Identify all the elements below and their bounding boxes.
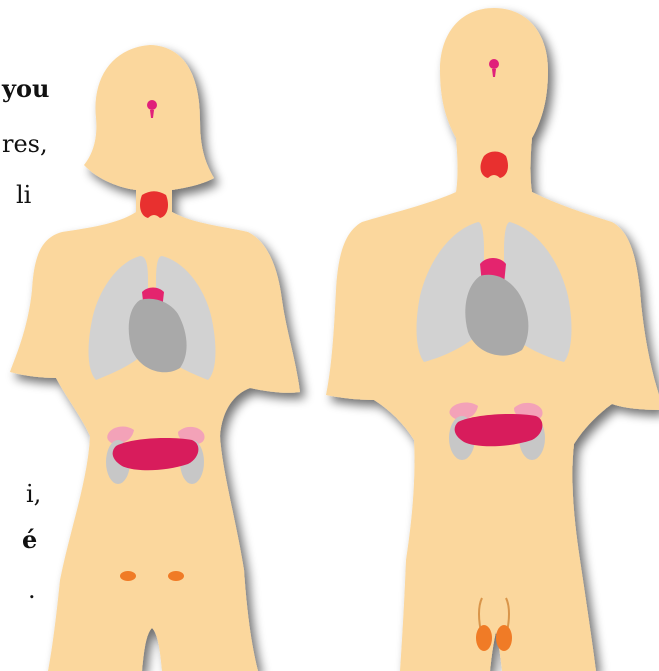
male-pituitary-gland bbox=[489, 59, 499, 69]
female-figure bbox=[10, 45, 300, 671]
female-left-ovary bbox=[120, 571, 136, 581]
male-left-testis bbox=[476, 625, 492, 651]
female-thyroid-gland bbox=[140, 191, 168, 218]
male-thyroid-gland bbox=[481, 152, 508, 179]
male-figure bbox=[326, 8, 659, 671]
female-right-ovary bbox=[168, 571, 184, 581]
male-right-testis bbox=[496, 625, 512, 651]
female-pituitary-gland bbox=[147, 100, 157, 110]
